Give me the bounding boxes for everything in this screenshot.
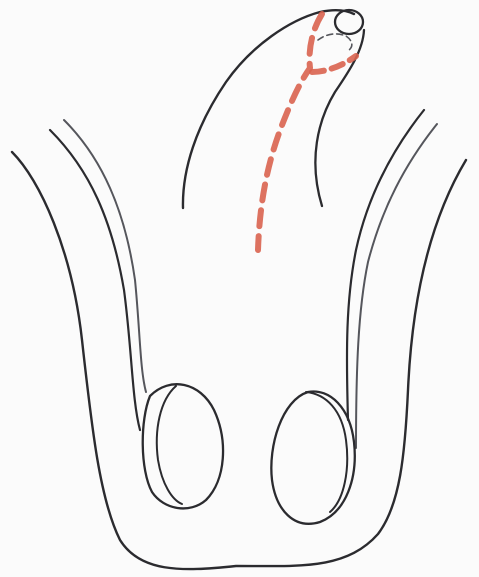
right-testis [271, 391, 354, 523]
right-inner-line-outer [347, 110, 424, 420]
left-epididymis [157, 386, 182, 504]
left-testis [143, 384, 223, 508]
outer-body-outline [12, 152, 466, 569]
penis-shaft-outline [183, 10, 354, 208]
right-inner-line-inner [356, 124, 437, 448]
right-epididymis [306, 392, 347, 512]
glans-meatus [335, 10, 363, 34]
glans-inner-contour [318, 34, 352, 50]
incision-marking [258, 14, 322, 250]
left-inner-line-outer [50, 130, 140, 430]
